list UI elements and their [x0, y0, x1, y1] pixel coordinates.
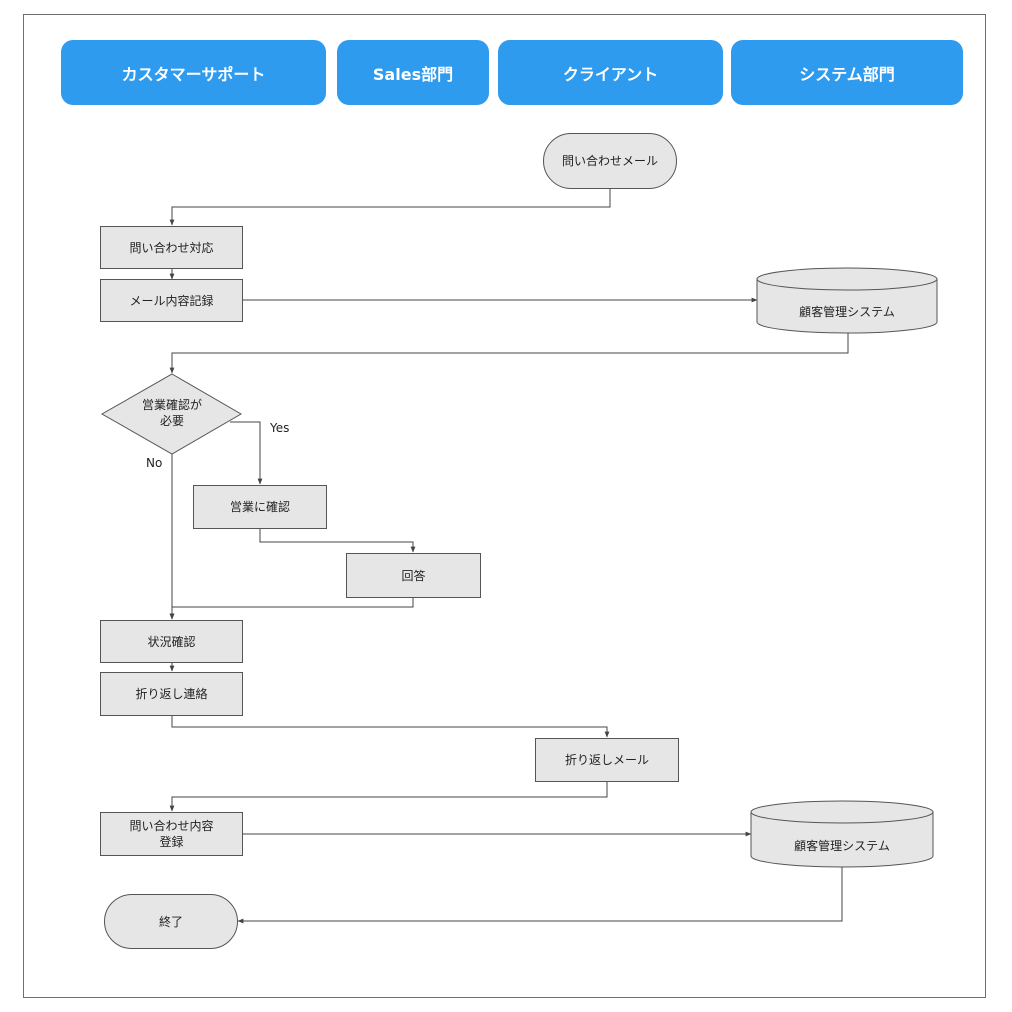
- crm-database-2: [750, 800, 934, 868]
- node-inquiry-handling: 問い合わせ対応: [100, 226, 243, 269]
- edge-crm1-to-decision: [169, 333, 849, 374]
- lane-header-system: システム部門: [731, 40, 963, 105]
- edge-crm2-to-end: [237, 866, 843, 924]
- edge-yes: [230, 421, 263, 485]
- edge-mail-to-handling: [169, 188, 611, 226]
- decision-diamond: [100, 373, 242, 455]
- branch-label-yes: Yes: [270, 421, 290, 435]
- lane-header-sales: Sales部門: [337, 40, 489, 105]
- lane-header-customer-support: カスタマーサポート: [61, 40, 326, 105]
- lane-header-client: クライアント: [498, 40, 723, 105]
- node-callback-mail: 折り返しメール: [535, 738, 679, 782]
- edge-callback-to-mail: [171, 715, 610, 738]
- node-callback: 折り返し連絡: [100, 672, 243, 716]
- edge-mail-to-register: [169, 781, 608, 812]
- node-register-inquiry: 問い合わせ内容 登録: [100, 812, 243, 856]
- node-mail-record: メール内容記録: [100, 279, 243, 322]
- diagram-frame: [23, 14, 986, 998]
- crm-database-1: [756, 267, 938, 334]
- crm-1-label: 顧客管理システム: [799, 305, 895, 319]
- crm-2-label: 顧客管理システム: [794, 839, 890, 853]
- node-confirm-sales: 営業に確認: [193, 485, 327, 529]
- node-status-check: 状況確認: [100, 620, 243, 663]
- node-end: 終了: [104, 894, 238, 949]
- branch-label-no: No: [146, 456, 163, 470]
- decision-label: 営業確認が 必要: [141, 398, 202, 428]
- node-inquiry-mail: 問い合わせメール: [543, 133, 677, 189]
- edge-answer-to-status: [169, 597, 414, 620]
- node-answer: 回答: [346, 553, 481, 598]
- edge-confirm-to-answer: [259, 528, 416, 553]
